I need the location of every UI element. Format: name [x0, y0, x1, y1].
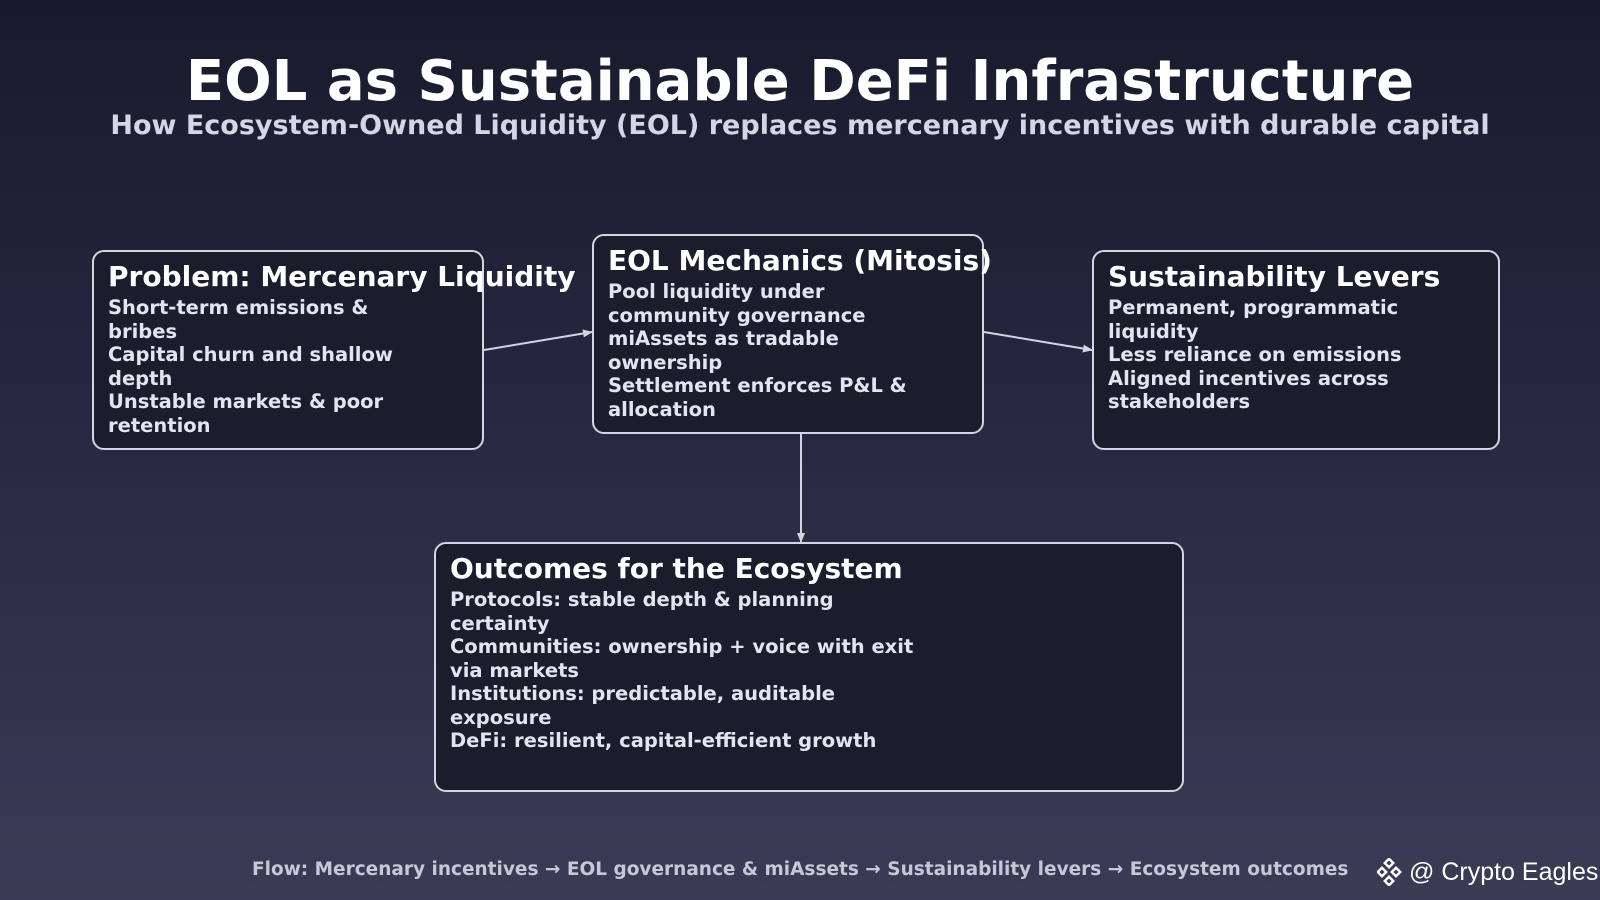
node-outcomes-line: Protocols: stable depth & planning certa… — [450, 588, 834, 635]
node-outcomes-line: Communities: ownership + voice with exit… — [450, 635, 914, 682]
page-subtitle: How Ecosystem-Owned Liquidity (EOL) repl… — [110, 110, 1490, 141]
node-levers: Sustainability Levers Permanent, program… — [1092, 250, 1500, 450]
node-mechanics-line: miAssets as tradable ownership — [608, 327, 839, 374]
flow-caption: Flow: Mercenary incentives → EOL governa… — [252, 859, 1349, 880]
edge-mechanics-to-levers — [983, 331, 1093, 353]
node-mechanics: EOL Mechanics (Mitosis) Pool liquidity u… — [592, 234, 992, 434]
node-problem-body: Short-term emissions & bribes Capital ch… — [108, 296, 408, 437]
watermark-text: @ Crypto Eagles — [1409, 857, 1599, 886]
node-problem-line: Short-term emissions & bribes — [108, 296, 369, 343]
page-title: EOL as Sustainable DeFi Infrastructure — [185, 49, 1415, 114]
node-problem-line: Capital churn and shallow depth — [108, 343, 393, 390]
node-levers-body: Permanent, programmatic liquidity Less r… — [1108, 296, 1418, 414]
node-levers-line: Less reliance on emissions — [1108, 343, 1402, 366]
node-outcomes-line: DeFi: resilient, capital-efficient growt… — [450, 729, 877, 752]
node-outcomes: Outcomes for the Ecosystem Protocols: st… — [434, 542, 1184, 792]
node-outcomes-line: Institutions: predictable, auditable exp… — [450, 682, 836, 729]
node-levers-line: Aligned incentives across stakeholders — [1108, 366, 1389, 414]
node-levers-title: Sustainability Levers — [1108, 260, 1441, 293]
node-outcomes-title: Outcomes for the Ecosystem — [450, 552, 903, 585]
node-outcomes-body: Protocols: stable depth & planning certa… — [450, 588, 926, 753]
node-levers-line: Permanent, programmatic liquidity — [1108, 296, 1399, 343]
node-mechanics-body: Pool liquidity under community governanc… — [608, 280, 928, 421]
node-mechanics-line: Settlement enforces P&L & allocation — [608, 374, 907, 421]
watermark: @ Crypto Eagles — [1377, 857, 1598, 887]
node-mechanics-title: EOL Mechanics (Mitosis) — [608, 244, 992, 277]
diamond-logo-icon — [1377, 858, 1402, 886]
edge-problem-to-mechanics — [483, 329, 593, 351]
node-problem-line: Unstable markets & poor retention — [108, 390, 384, 437]
node-problem: Problem: Mercenary Liquidity Short-term … — [92, 250, 576, 450]
node-mechanics-line: Pool liquidity under community governanc… — [608, 280, 866, 327]
node-problem-title: Problem: Mercenary Liquidity — [108, 260, 576, 293]
